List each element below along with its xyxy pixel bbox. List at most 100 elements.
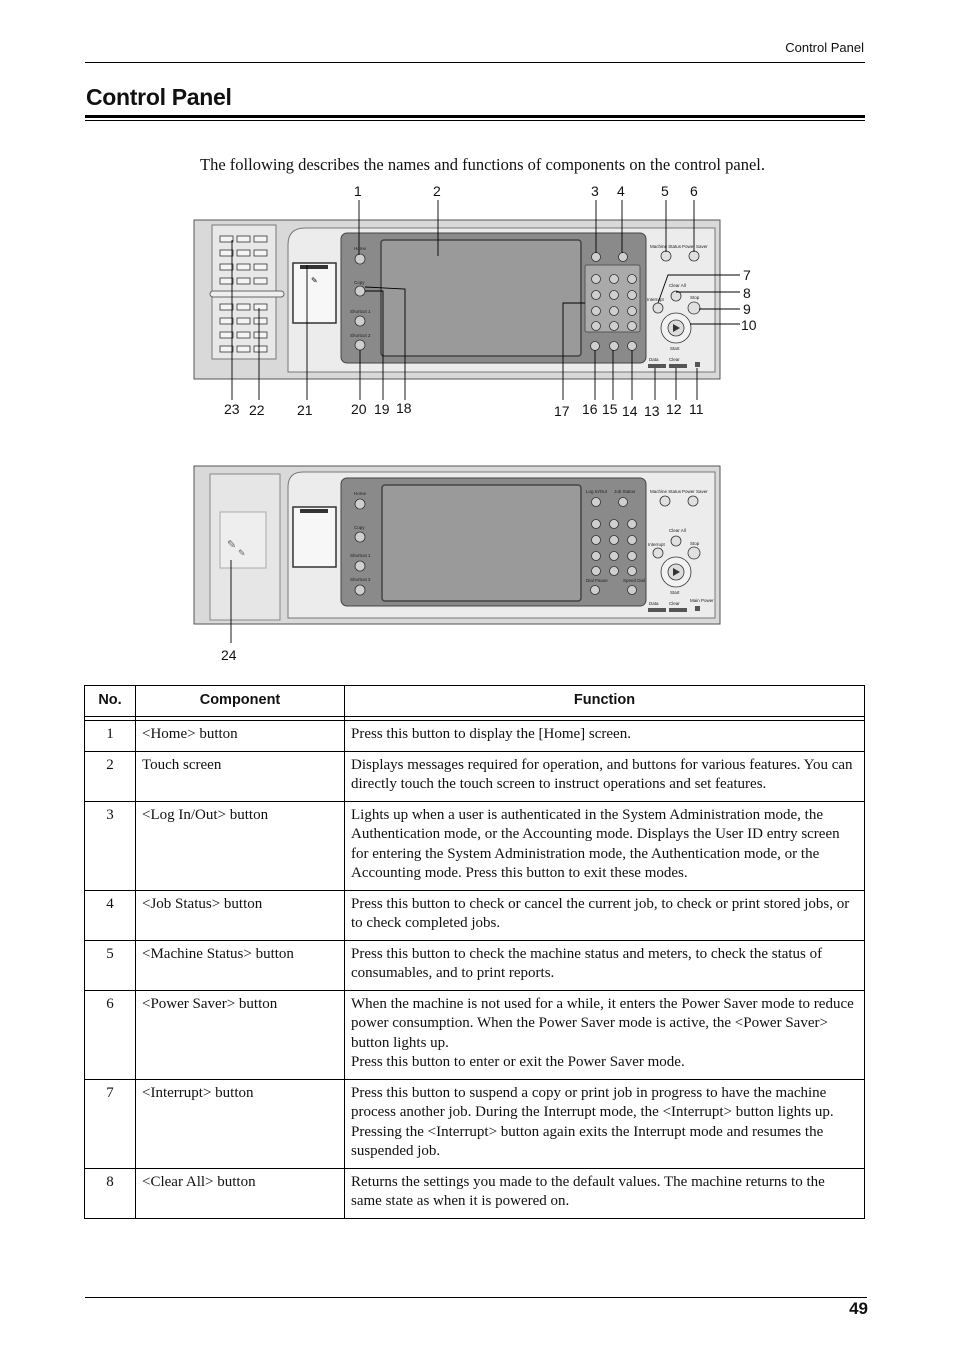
callout-11: 11: [689, 401, 704, 417]
title-rule-thin: [85, 120, 865, 121]
row-function: When the machine is not used for a while…: [344, 989, 865, 1080]
callout-6: 6: [690, 183, 698, 199]
svg-text:Power Saver: Power Saver: [682, 489, 708, 494]
svg-text:✎: ✎: [227, 538, 236, 551]
row-component: <Power Saver> button: [135, 989, 345, 1080]
row-function: Press this button to check the machine s…: [344, 939, 865, 991]
table-row: 6 <Power Saver> button When the machine …: [84, 989, 865, 1080]
components-table: No. Component Function 1 <Home> button P…: [84, 685, 865, 1219]
col-header-no: No.: [84, 685, 136, 717]
svg-text:Stop: Stop: [690, 295, 700, 300]
svg-text:Dial Pause: Dial Pause: [586, 578, 608, 583]
callout-5: 5: [661, 183, 669, 199]
callout-10: 10: [741, 317, 757, 333]
row-component: <Job Status> button: [135, 889, 345, 941]
svg-text:Job Status: Job Status: [614, 489, 636, 494]
callout-20: 20: [351, 401, 367, 417]
svg-text:Machine Status: Machine Status: [650, 489, 682, 494]
header-rule: [85, 62, 865, 63]
svg-text:Clear: Clear: [669, 601, 680, 606]
table-row: 5 <Machine Status> button Press this but…: [84, 939, 865, 991]
page-number: 49: [849, 1299, 868, 1318]
svg-text:Start: Start: [670, 346, 680, 351]
callout-4: 4: [617, 183, 625, 199]
intro-paragraph: The following describes the names and fu…: [200, 155, 765, 174]
row-component: <Clear All> button: [135, 1167, 345, 1219]
table-row: 7 <Interrupt> button Press this button t…: [84, 1078, 865, 1169]
row-function: Press this button to check or cancel the…: [344, 889, 865, 941]
svg-text:Data: Data: [649, 601, 659, 606]
svg-text:Copy: Copy: [354, 280, 365, 285]
callout-17: 17: [554, 403, 570, 419]
table-header-row: No. Component Function: [84, 685, 865, 717]
svg-text:Clear All: Clear All: [669, 283, 686, 288]
row-component: Touch screen: [135, 750, 345, 802]
row-function: Press this button to display the [Home] …: [344, 720, 865, 752]
svg-text:Shortcut 1: Shortcut 1: [350, 309, 371, 314]
callout-23: 23: [224, 401, 240, 417]
row-function-para: When the machine is not used for a while…: [351, 995, 854, 1051]
col-header-component: Component: [135, 685, 345, 717]
callout-15: 15: [602, 401, 618, 417]
svg-text:Speed Dial: Speed Dial: [623, 578, 645, 583]
footer-rule: [85, 1297, 867, 1298]
svg-text:✎: ✎: [238, 549, 246, 559]
row-no: 7: [84, 1078, 136, 1169]
callout-1: 1: [354, 183, 362, 199]
svg-text:Main Power: Main Power: [690, 598, 714, 603]
callout-16: 16: [582, 401, 598, 417]
svg-text:Copy: Copy: [354, 525, 365, 530]
callout-3: 3: [591, 183, 599, 199]
row-component: <Home> button: [135, 720, 345, 752]
table-row: 4 <Job Status> button Press this button …: [84, 889, 865, 941]
svg-text:Start: Start: [670, 590, 680, 595]
table-row: 3 <Log In/Out> button Lights up when a u…: [84, 800, 865, 891]
svg-text:Stop: Stop: [690, 541, 700, 546]
row-component: <Interrupt> button: [135, 1078, 345, 1169]
callout-9: 9: [743, 301, 751, 317]
row-no: 4: [84, 889, 136, 941]
section-title: Control Panel: [86, 84, 232, 110]
row-no: 2: [84, 750, 136, 802]
callout-12: 12: [666, 401, 682, 417]
row-no: 5: [84, 939, 136, 991]
callout-19: 19: [374, 401, 390, 417]
row-component: <Log In/Out> button: [135, 800, 345, 891]
callout-14: 14: [622, 403, 638, 419]
svg-text:Interrupt: Interrupt: [647, 297, 665, 302]
svg-text:Interrupt: Interrupt: [648, 542, 666, 547]
row-no: 1: [84, 720, 136, 752]
row-no: 6: [84, 989, 136, 1080]
svg-text:Clear All: Clear All: [669, 528, 686, 533]
col-header-function: Function: [344, 685, 865, 717]
callout-22: 22: [249, 402, 265, 418]
callout-18: 18: [396, 400, 412, 416]
svg-text:Shortcut 2: Shortcut 2: [350, 333, 371, 338]
svg-text:Home: Home: [354, 491, 367, 496]
svg-text:Log In/Out: Log In/Out: [586, 489, 608, 494]
row-function: Lights up when a user is authenticated i…: [344, 800, 865, 891]
callout-8: 8: [743, 285, 751, 301]
table-row: 2 Touch screen Displays messages require…: [84, 750, 865, 802]
svg-text:Data: Data: [649, 357, 659, 362]
table-row: 1 <Home> button Press this button to dis…: [84, 720, 865, 752]
row-no: 3: [84, 800, 136, 891]
row-function: Displays messages required for operation…: [344, 750, 865, 802]
svg-text:Shortcut 2: Shortcut 2: [350, 577, 371, 582]
svg-text:Power Saver: Power Saver: [682, 244, 708, 249]
row-function-para: Press this button to enter or exit the P…: [351, 1054, 685, 1070]
callout-13: 13: [644, 403, 660, 419]
running-title: Control Panel: [785, 40, 864, 55]
title-rule-thick: [85, 115, 865, 118]
callout-21: 21: [297, 402, 313, 418]
callout-7: 7: [743, 267, 751, 283]
svg-text:✎: ✎: [311, 276, 318, 285]
row-component: <Machine Status> button: [135, 939, 345, 991]
callout-2: 2: [433, 183, 441, 199]
svg-text:Home: Home: [354, 246, 367, 251]
table-spacer-row: [84, 716, 865, 721]
row-function: Returns the settings you made to the def…: [344, 1167, 865, 1219]
row-no: 8: [84, 1167, 136, 1219]
